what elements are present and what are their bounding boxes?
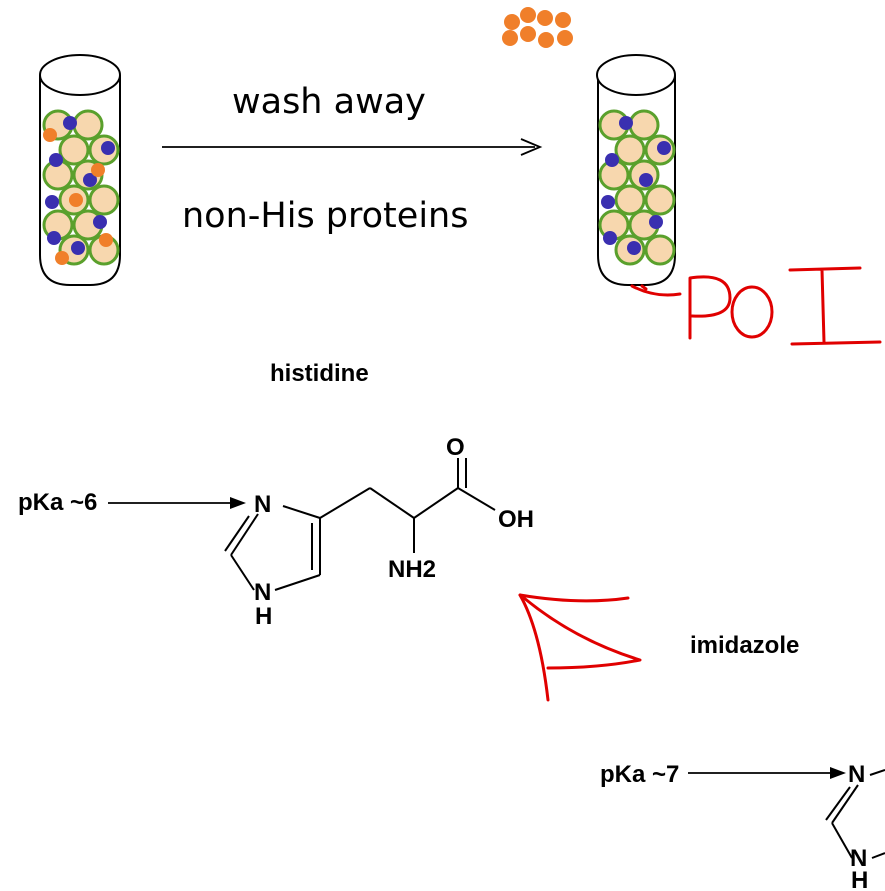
his-tagged-protein: [101, 141, 115, 155]
non-his-protein: [91, 163, 105, 177]
histidine-ring-n: N: [254, 491, 271, 518]
his-tagged-protein: [93, 215, 107, 229]
his-tagged-protein: [639, 173, 653, 187]
imidazole-structure: [825, 769, 885, 859]
his-tagged-protein: [619, 116, 633, 130]
bead-group-before: [42, 109, 120, 266]
his-tagged-protein: [63, 116, 77, 130]
washed-protein: [538, 32, 554, 48]
wash-caption-bottom: non-His proteins: [182, 196, 468, 236]
washed-protein: [502, 30, 518, 46]
histidine-amine: NH2: [388, 556, 436, 583]
resin-bead: [628, 109, 660, 141]
resin-bead: [644, 184, 676, 216]
his-tagged-protein: [603, 231, 617, 245]
washed-protein: [555, 12, 571, 28]
poi-letter-i: [788, 266, 882, 346]
handwritten-red-arrow: [518, 593, 642, 702]
washed-protein: [537, 10, 553, 26]
imidazole-ring-nh-h: H: [851, 867, 868, 891]
washed-away-proteins: [502, 7, 573, 48]
his-tagged-protein: [605, 153, 619, 167]
histidine-pka-label: pKa ~6: [18, 489, 97, 516]
histidine-ring-nh-n: N: [254, 579, 271, 606]
his-tagged-protein: [83, 173, 97, 187]
histidine-title: histidine: [270, 360, 369, 387]
imidazole-title: imidazole: [690, 632, 799, 659]
wash-caption-top: wash away: [232, 82, 426, 122]
resin-bead: [644, 234, 676, 266]
handwritten-poi-annotation: [630, 266, 882, 346]
washed-protein: [520, 26, 536, 42]
bead-group-after: [598, 109, 676, 266]
washed-protein: [504, 14, 520, 30]
his-tagged-protein: [627, 241, 641, 255]
resin-bead: [88, 184, 120, 216]
non-his-protein: [55, 251, 69, 265]
his-tagged-protein: [657, 141, 671, 155]
non-his-protein: [69, 193, 83, 207]
histidine-hydroxyl: OH: [498, 506, 534, 533]
washed-protein: [557, 30, 573, 46]
his-tagged-protein: [47, 231, 61, 245]
histidine-carbonyl-o: O: [446, 434, 465, 461]
non-his-protein: [43, 128, 57, 142]
histidine-structure: [224, 458, 496, 591]
poi-letter-o: [730, 285, 774, 339]
his-tagged-protein: [71, 241, 85, 255]
imidazole-ring-n: N: [848, 761, 865, 788]
imidazole-ring-nh-n: N: [850, 845, 867, 872]
histidine-pka-arrow: [108, 497, 246, 509]
resin-bead: [72, 109, 104, 141]
imidazole-pka-label: pKa ~7: [600, 761, 679, 788]
resin-bead: [614, 134, 646, 166]
poi-letter-p: [688, 275, 732, 340]
wash-arrow: [162, 138, 543, 156]
resin-bead: [614, 184, 646, 216]
his-tagged-protein: [601, 195, 615, 209]
his-tagged-protein: [49, 153, 63, 167]
washed-protein: [520, 7, 536, 23]
non-his-protein: [99, 233, 113, 247]
imidazole-pka-arrow: [688, 767, 846, 779]
poi-pointer-stroke: [630, 284, 682, 297]
resin-bead: [58, 134, 90, 166]
his-tagged-protein: [649, 215, 663, 229]
histidine-ring-nh-h: H: [255, 603, 272, 630]
his-tagged-protein: [45, 195, 59, 209]
